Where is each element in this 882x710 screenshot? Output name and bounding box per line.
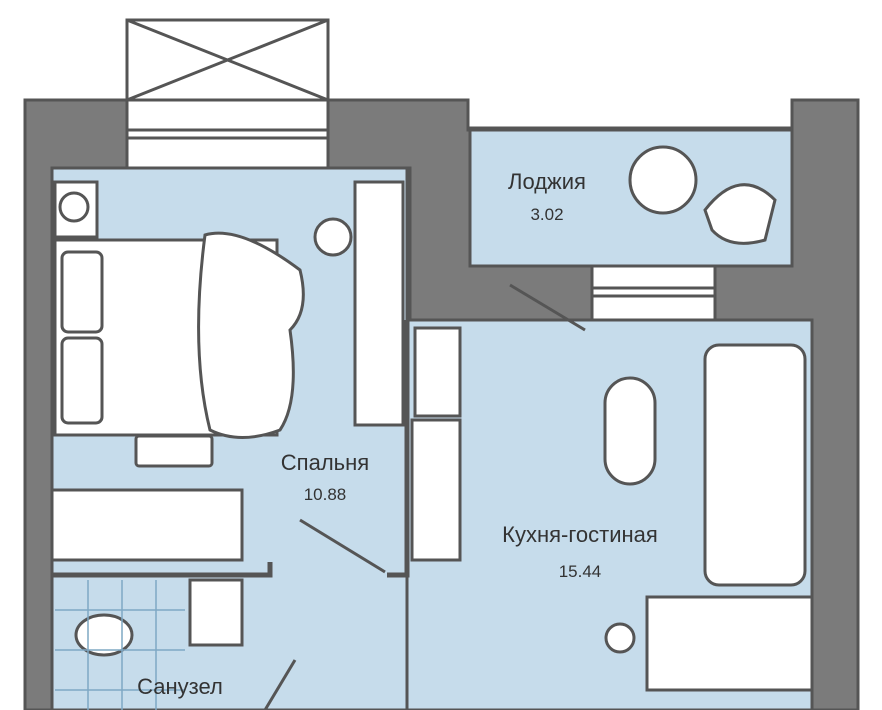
sofa [703, 343, 807, 587]
shelf [413, 326, 462, 418]
bathroom-door [263, 659, 297, 710]
wall-right [713, 98, 860, 710]
room-area-bedroom: 10.88 [303, 485, 347, 504]
window-kitchen [590, 264, 717, 322]
bathroom-wall [52, 562, 273, 578]
room-area-loggia: 3.02 [530, 205, 564, 224]
closet [50, 488, 244, 562]
rug [134, 434, 214, 468]
room-name-bathroom: Санузел [137, 674, 223, 699]
round-table [628, 145, 698, 215]
partition [387, 320, 410, 578]
window-top [125, 18, 330, 170]
pillow [60, 336, 104, 425]
room-area-living: 15.44 [558, 562, 602, 581]
room-name-bedroom: Спальня [280, 450, 370, 475]
chair [703, 183, 777, 245]
bathroom-tiles [55, 580, 185, 710]
dining-table [645, 595, 814, 692]
chair [604, 622, 636, 654]
coffee-table [603, 376, 657, 486]
blanket [197, 231, 305, 439]
room-name-loggia: Лоджия [508, 169, 586, 194]
loggia-door [509, 283, 586, 332]
bedroom-door [299, 518, 386, 574]
plant [313, 217, 353, 257]
room-name-living: Кухня-гостиная [502, 522, 658, 547]
toilet [74, 613, 134, 657]
tv-stand [410, 418, 462, 562]
fan-icon [58, 191, 90, 223]
washing-machine [188, 578, 244, 647]
pillow [60, 250, 104, 334]
wardrobe [353, 180, 405, 427]
